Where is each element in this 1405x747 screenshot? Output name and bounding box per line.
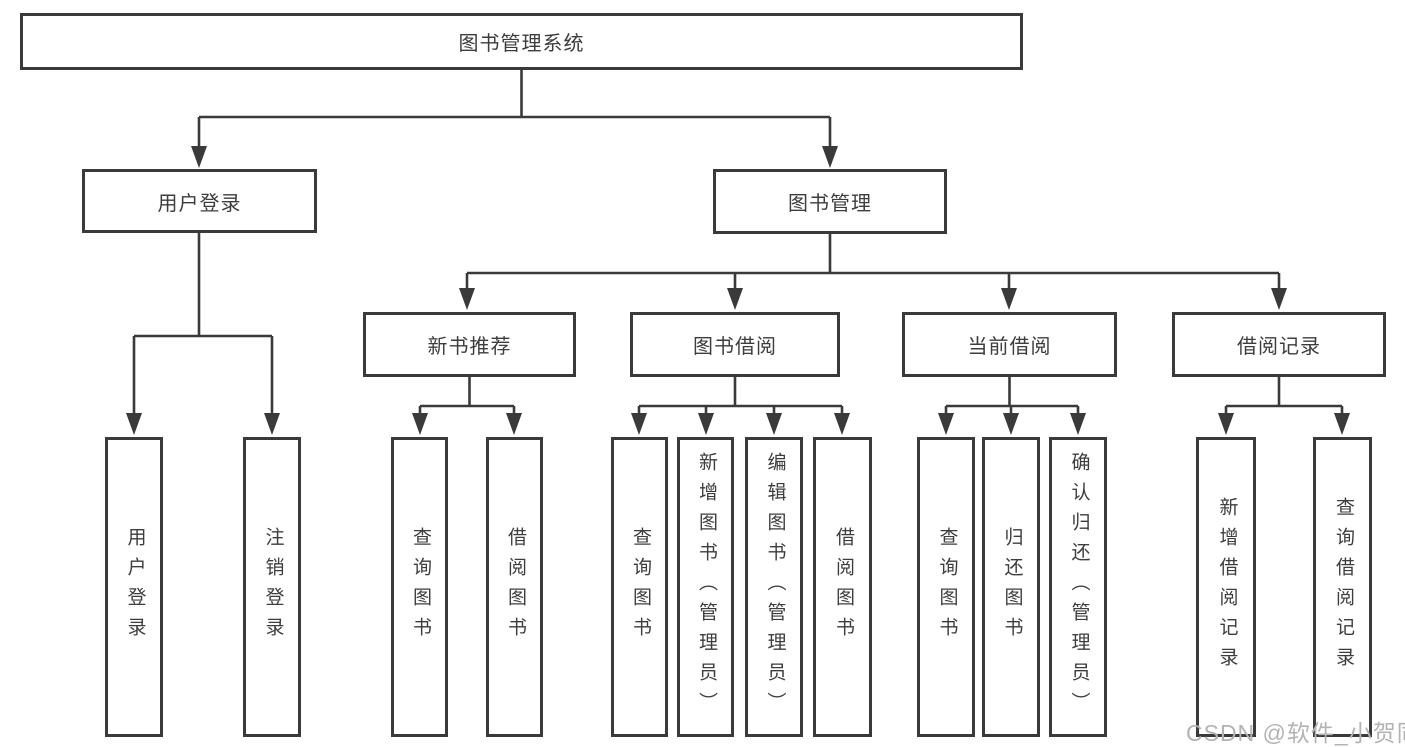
leaf-bookborrow-borrow: 借阅图书 xyxy=(813,437,872,737)
leaf-bookborrow-edit-label: 编辑图书（管理员） xyxy=(764,452,786,722)
leaf-records-add: 新增借阅记录 xyxy=(1196,437,1256,737)
node-new-book-recommend-label: 新书推荐 xyxy=(427,336,512,358)
leaf-current-confirm-label: 确认归还（管理员） xyxy=(1068,452,1090,722)
leaf-bookborrow-query-label: 查询图书 xyxy=(629,527,651,647)
leaf-bookborrow-borrow-label: 借阅图书 xyxy=(832,527,854,647)
leaf-current-query: 查询图书 xyxy=(917,437,975,737)
node-user-login-label: 用户登录 xyxy=(157,192,242,215)
node-root: 图书管理系统 xyxy=(20,13,1023,70)
node-root-label: 图书管理系统 xyxy=(458,33,585,55)
node-book-borrow-label: 图书借阅 xyxy=(693,336,777,358)
node-book-management: 图书管理 xyxy=(713,169,947,234)
arrowheads xyxy=(126,146,1350,435)
leaf-records-query: 查询借阅记录 xyxy=(1313,437,1372,737)
leaf-newbook-borrow: 借阅图书 xyxy=(486,437,543,737)
leaf-user-login-label: 用户登录 xyxy=(124,527,146,647)
node-current-borrow-label: 当前借阅 xyxy=(967,336,1052,358)
leaf-newbook-borrow-label: 借阅图书 xyxy=(504,527,526,647)
leaf-bookborrow-add-label: 新增图书（管理员） xyxy=(695,452,717,722)
watermark: CSDN @软件_小贺同学 xyxy=(1186,720,1405,746)
leaf-bookborrow-edit: 编辑图书（管理员） xyxy=(745,437,803,737)
leaf-current-return: 归还图书 xyxy=(982,437,1040,737)
leaf-newbook-query: 查询图书 xyxy=(391,437,448,737)
leaf-logout-label: 注销登录 xyxy=(262,527,284,647)
leaf-newbook-query-label: 查询图书 xyxy=(409,527,431,647)
leaf-records-query-label: 查询借阅记录 xyxy=(1332,497,1354,677)
node-book-management-label: 图书管理 xyxy=(788,193,872,215)
leaf-current-return-label: 归还图书 xyxy=(1001,527,1023,647)
node-user-login: 用户登录 xyxy=(82,169,317,233)
node-current-borrow: 当前借阅 xyxy=(902,312,1117,377)
leaf-current-query-label: 查询图书 xyxy=(936,527,958,647)
node-book-borrow: 图书借阅 xyxy=(630,312,840,377)
node-borrow-records: 借阅记录 xyxy=(1172,312,1386,377)
node-borrow-records-label: 借阅记录 xyxy=(1237,336,1321,358)
leaf-logout: 注销登录 xyxy=(243,437,301,737)
node-new-book-recommend: 新书推荐 xyxy=(363,312,576,377)
leaf-bookborrow-add: 新增图书（管理员） xyxy=(677,437,734,737)
leaf-user-login: 用户登录 xyxy=(105,437,163,737)
leaf-records-add-label: 新增借阅记录 xyxy=(1216,497,1238,677)
leaf-current-confirm: 确认归还（管理员） xyxy=(1049,437,1107,737)
leaf-bookborrow-query: 查询图书 xyxy=(611,437,668,737)
